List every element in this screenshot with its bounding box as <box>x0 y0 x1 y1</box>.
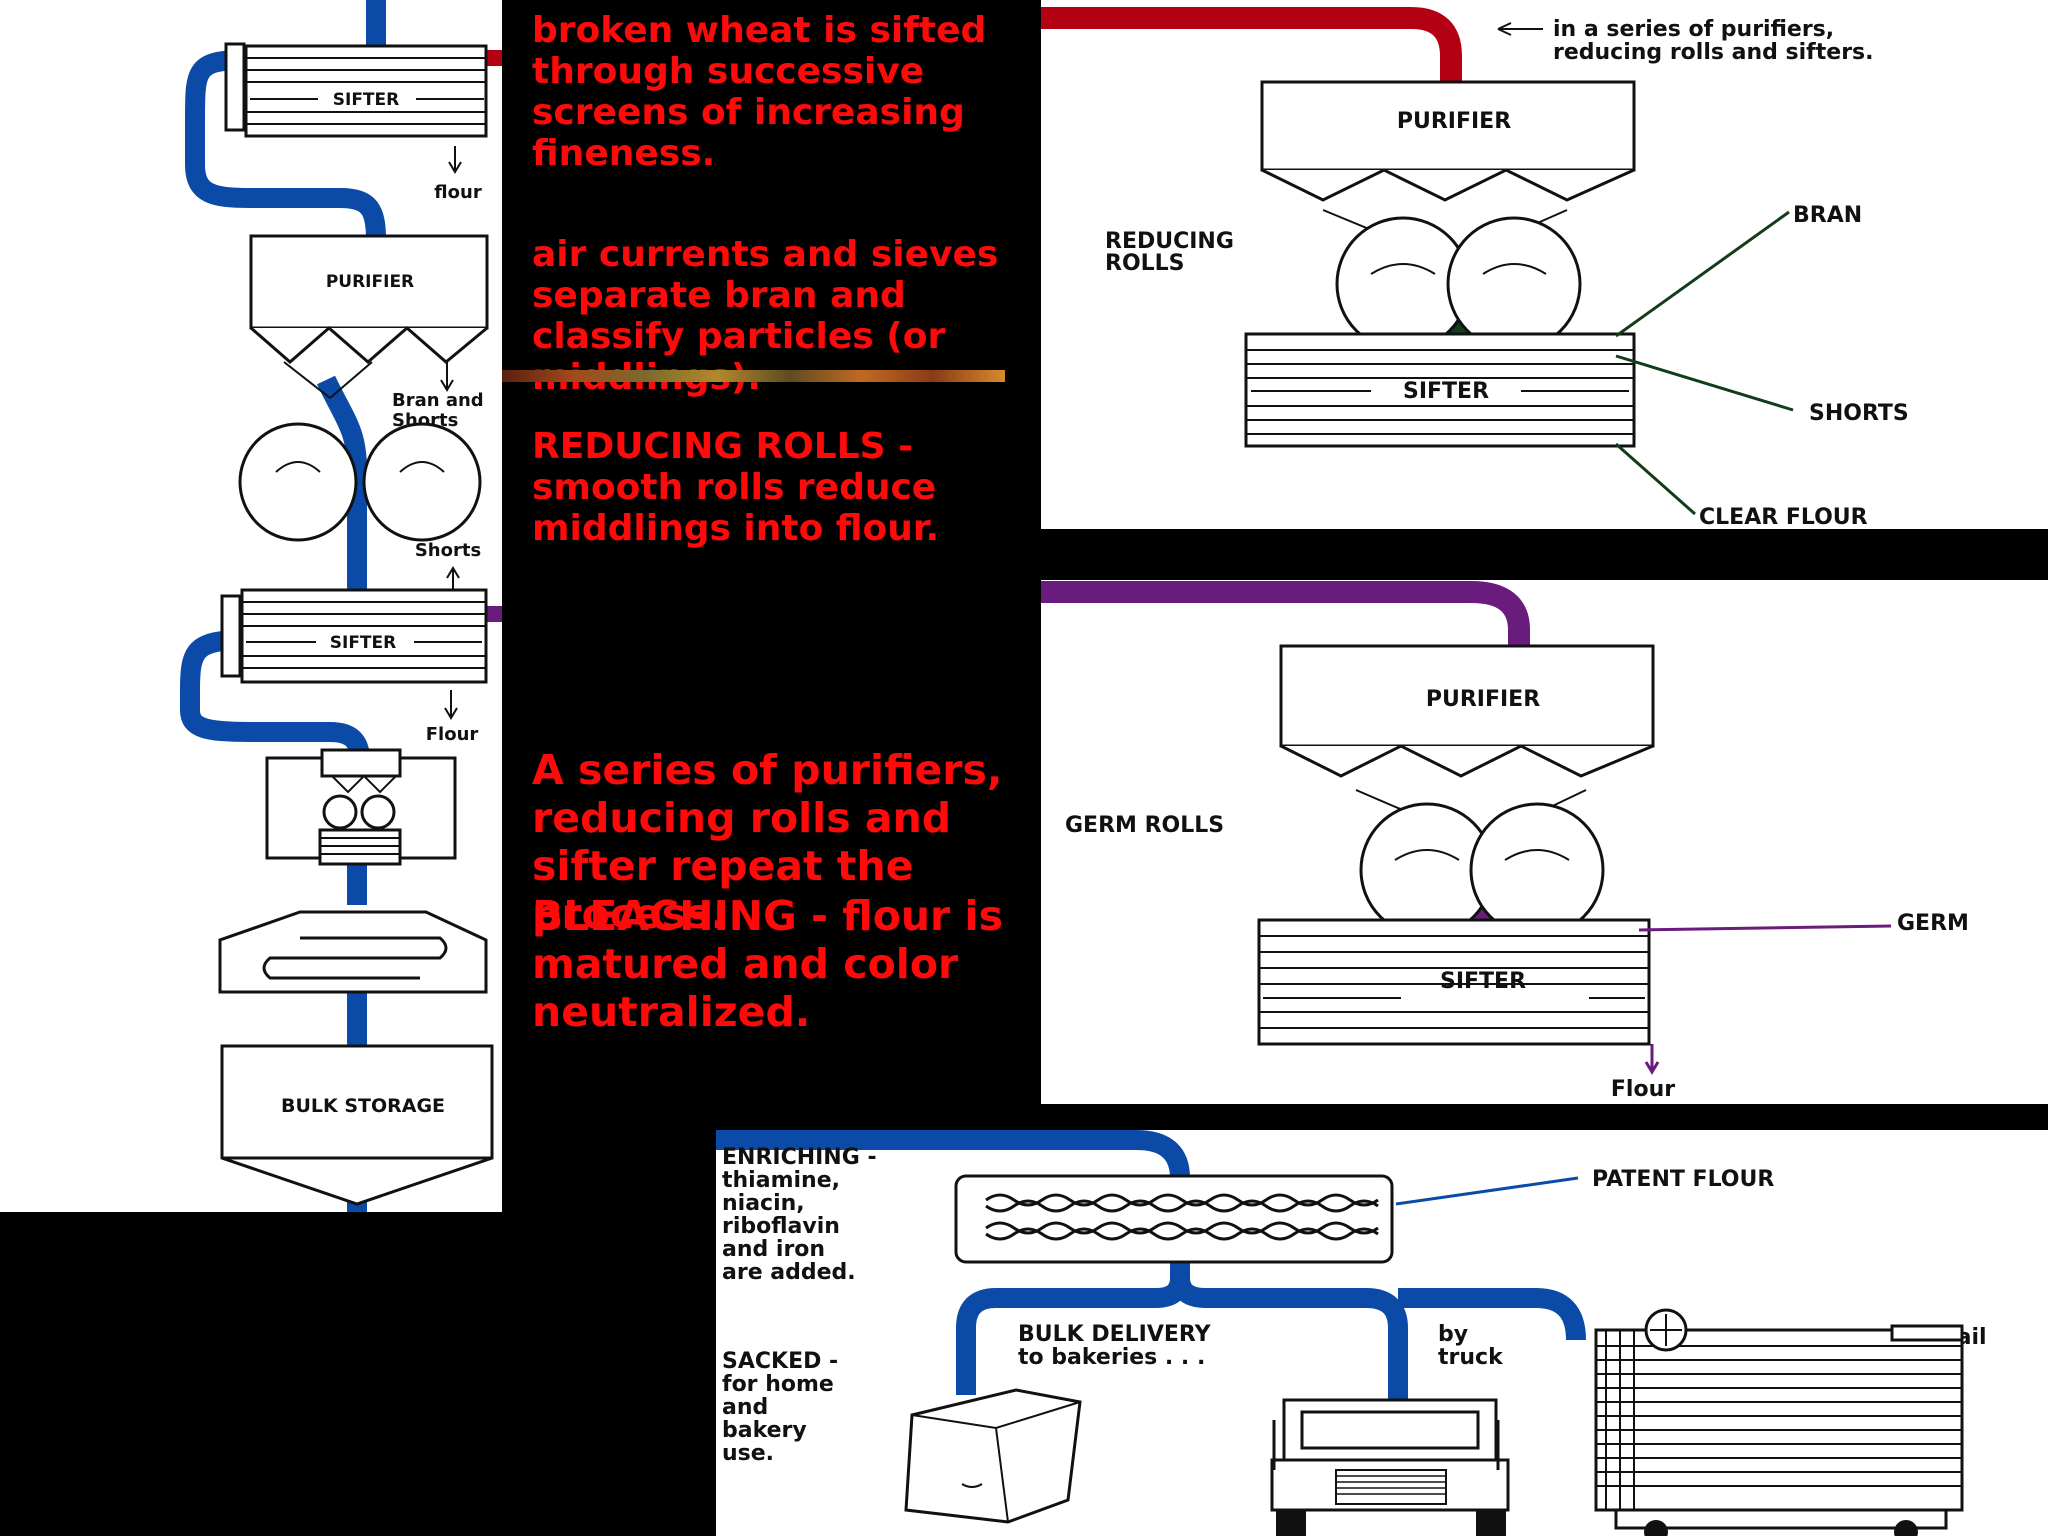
shorts-left-label: Shorts <box>415 540 481 561</box>
reduction-panel: in a series of purifiers, reducing rolls… <box>1041 0 2048 529</box>
by-truck-label-2: truck <box>1438 1345 1504 1370</box>
caption-purifying: air currents and sieves separate bran an… <box>532 234 999 398</box>
distribution-diagram: ENRICHING - thiamine, niacin, riboflavin… <box>716 1130 1987 1536</box>
germ-rolls-label: GERM ROLLS <box>1065 813 1224 838</box>
reducing-rolls-label-2: ROLLS <box>1105 251 1185 276</box>
purifier-left-label: PURIFIER <box>326 272 414 292</box>
sifter-reduction-label: SIFTER <box>1403 379 1489 404</box>
reduction-diagram: in a series of purifiers, reducing rolls… <box>1041 7 1909 529</box>
series-note-1: in a series of purifiers, <box>1553 17 1834 42</box>
enriching-label-2: thiamine, <box>722 1168 840 1193</box>
bleacher-unit <box>265 748 457 866</box>
enriching-label-1: ENRICHING - <box>722 1145 877 1170</box>
clear-flour-label: CLEAR FLOUR <box>1699 505 1868 529</box>
sifter-bottom <box>220 588 488 684</box>
left-flow-diagram: SIFTER flour PURIFIER Bran and Shorts Sh… <box>180 0 502 1212</box>
sifter-reduction <box>1244 332 1636 448</box>
bran-label: BRAN <box>1793 203 1862 228</box>
sacked-label-5: use. <box>722 1441 774 1466</box>
enriching-label-5: and iron <box>722 1237 825 1262</box>
blue-pipe-loop-2 <box>180 630 370 761</box>
sifter-germ-label: SIFTER <box>1440 969 1526 994</box>
purple-pipe <box>1041 581 1530 646</box>
sacked-label-3: and <box>722 1395 768 1420</box>
delivery-truck <box>1270 1398 1510 1536</box>
conditioner-unit <box>218 910 488 994</box>
left-flow-panel: SIFTER flour PURIFIER Bran and Shorts Sh… <box>0 0 502 1212</box>
caption-reducing-rolls: REDUCING ROLLS - smooth rolls reduce mid… <box>532 426 940 549</box>
sifter-germ <box>1257 918 1651 1046</box>
red-pipe <box>1041 7 1462 82</box>
sacked-label-1: SACKED - <box>722 1349 838 1374</box>
reducing-rolls-label-1: REDUCING <box>1105 229 1234 254</box>
enriching-unit <box>954 1174 1394 1264</box>
bulk-storage-label: BULK STORAGE <box>281 1095 445 1117</box>
blue-pipe-mid <box>316 375 367 590</box>
purifier-germ <box>1279 644 1655 778</box>
germ-label: GERM <box>1897 911 1969 936</box>
blue-pipe-branch <box>956 1258 1586 1400</box>
texture-strip <box>502 370 1005 382</box>
shorts-label: SHORTS <box>1809 401 1909 426</box>
sacked-label-4: bakery <box>722 1418 807 1443</box>
enriching-label-4: riboflavin <box>722 1214 840 1239</box>
purifier-reduction-label: PURIFIER <box>1397 109 1511 134</box>
flour-sack <box>904 1388 1082 1524</box>
enriching-label-3: niacin, <box>722 1191 805 1216</box>
bran-shorts-label-1: Bran and <box>392 390 484 411</box>
rail-car <box>1594 1308 1964 1536</box>
distribution-panel: ENRICHING - thiamine, niacin, riboflavin… <box>716 1130 2048 1536</box>
sifter-top <box>224 42 488 138</box>
reducing-roll-2 <box>1446 216 1582 352</box>
by-truck-label-1: by <box>1438 1322 1468 1347</box>
caption-sifting: broken wheat is sifted through successiv… <box>532 10 987 174</box>
sifter-bottom-label: SIFTER <box>330 633 396 653</box>
blue-pipe-loop-1 <box>185 50 386 241</box>
bulk-storage-bin <box>220 1044 494 1206</box>
bulk-delivery-label-1: BULK DELIVERY <box>1018 1322 1212 1347</box>
germ-diagram: PURIFIER GERM ROLLS SIFTER GERM Flour <box>1041 581 1969 1102</box>
germ-flour-label: Flour <box>1611 1077 1675 1102</box>
flour-top-label: flour <box>434 182 482 203</box>
roll-left-2 <box>362 422 482 542</box>
caption-bleaching: BLEACHING - flour is matured and color n… <box>532 892 1003 1036</box>
purifier-germ-label: PURIFIER <box>1426 687 1540 712</box>
enriching-label-6: are added. <box>722 1260 856 1285</box>
flour-bottom-label: Flour <box>426 724 479 745</box>
patent-flour-label: PATENT FLOUR <box>1592 1167 1774 1192</box>
germ-panel: PURIFIER GERM ROLLS SIFTER GERM Flour <box>1041 580 2048 1104</box>
sifter-top-label: SIFTER <box>333 90 399 110</box>
bulk-delivery-label-2: to bakeries . . . <box>1018 1345 1205 1370</box>
sacked-label-2: for home <box>722 1372 834 1397</box>
purifier-reduction <box>1260 80 1636 202</box>
purifier-left <box>249 234 489 399</box>
series-note-2: reducing rolls and sifters. <box>1553 40 1874 65</box>
germ-roll-2 <box>1469 802 1605 938</box>
caption-series: A series of purifiers, reducing rolls an… <box>532 746 1003 938</box>
roll-left-1 <box>238 422 358 542</box>
